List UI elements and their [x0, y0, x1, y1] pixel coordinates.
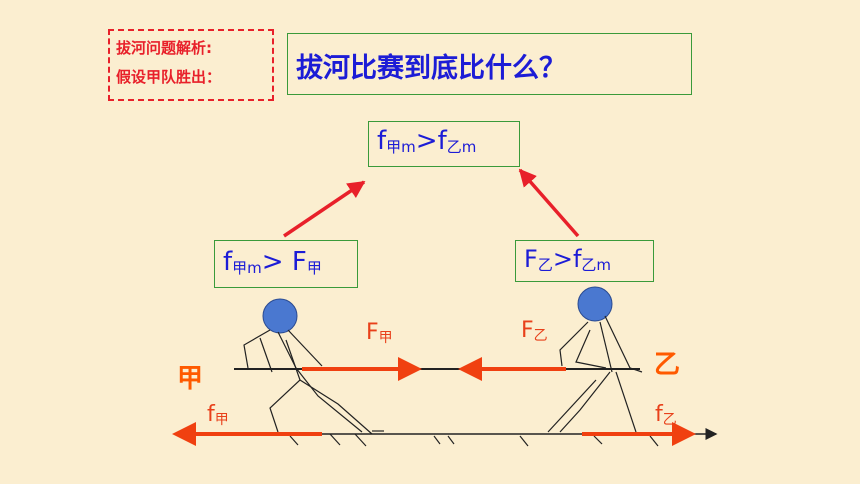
top-formula-box: f甲m>f乙m	[368, 121, 520, 167]
left-f1: f	[223, 247, 233, 277]
ground-friction-label-left: f甲	[207, 402, 229, 429]
left-formula-box: f甲m> F甲	[214, 240, 358, 288]
arrow-left-to-top	[283, 180, 366, 238]
ground-left-sub: 甲	[214, 412, 229, 428]
analysis-box: 拔河问题解析: 假设甲队胜出：	[108, 29, 274, 101]
right-f1: F	[524, 245, 538, 273]
team-label-right: 乙	[654, 350, 681, 380]
right-s1: 乙	[537, 256, 553, 274]
left-op: >	[261, 247, 292, 277]
ground-hatching	[289, 430, 659, 447]
right-f2: f	[572, 245, 582, 273]
rope-force-label-right: F乙	[521, 318, 548, 345]
rope-right-main: F	[521, 318, 534, 343]
right-person-body	[547, 315, 643, 433]
rope-right-sub: 乙	[533, 328, 548, 344]
left-s1: 甲m	[232, 259, 262, 277]
arrow-right-to-top	[518, 168, 580, 238]
ground-left-main: f	[207, 402, 215, 427]
analysis-line-1: 拔河问题解析:	[116, 39, 212, 57]
right-op: >	[552, 245, 573, 273]
left-person-body	[243, 329, 373, 435]
rope-force-label-left: F甲	[366, 320, 393, 347]
ground-right-main: f	[655, 402, 663, 427]
top-op: >	[415, 126, 438, 156]
right-s2: 乙m	[581, 256, 612, 274]
left-person-head	[262, 298, 298, 334]
left-s2: 甲	[306, 259, 322, 277]
top-s2: 乙m	[446, 138, 477, 156]
title-box: 拔河比赛到底比什么？	[287, 33, 692, 95]
left-f2: F	[291, 247, 307, 277]
top-f2: f	[437, 126, 447, 156]
rope-left-sub: 甲	[378, 330, 393, 346]
page-title: 拔河比赛到底比什么？	[296, 53, 566, 84]
right-formula-box: F乙>f乙m	[515, 240, 654, 282]
team-label-left: 甲	[177, 364, 204, 394]
right-person-head	[577, 286, 613, 322]
rope-left-main: F	[366, 320, 379, 345]
ground-right-sub: 乙	[662, 412, 677, 428]
ground-friction-label-right: f乙	[655, 402, 677, 429]
top-s1: 甲m	[386, 138, 416, 156]
top-f1: f	[377, 126, 387, 156]
analysis-line-2: 假设甲队胜出：	[116, 68, 222, 86]
